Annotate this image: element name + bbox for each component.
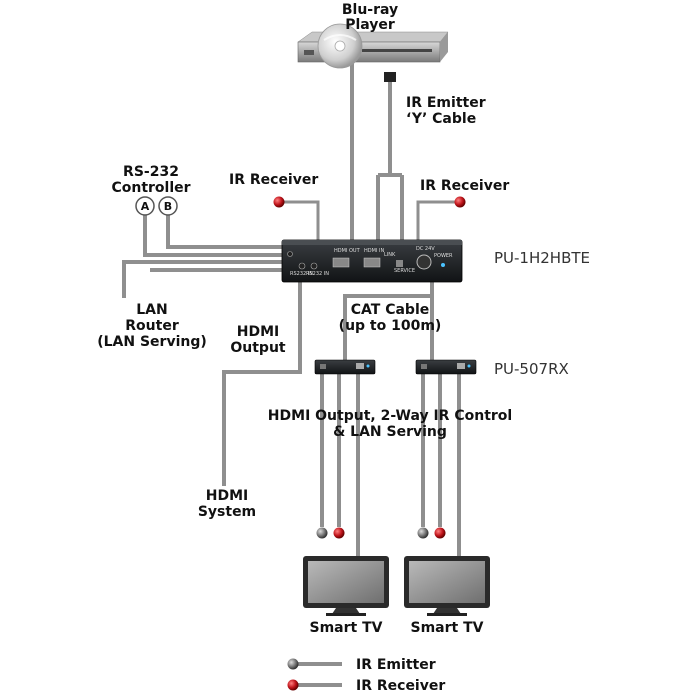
legend-ir-receiver-icon <box>287 679 299 691</box>
ir-emitter-y-label-line2: ‘Y’ Cable <box>406 111 476 127</box>
legend-ir-receiver-label: IR Receiver <box>356 678 445 694</box>
receiver-model-label: PU-507RX <box>494 360 569 378</box>
legend-ir-emitter-label: IR Emitter <box>356 657 436 673</box>
port-dc24v: DC 24V <box>416 246 435 252</box>
tv-right-ir-receiver-icon <box>434 527 446 539</box>
ir-receiver-right-label: IR Receiver <box>420 178 509 194</box>
hdmi-output-label-line2: Output <box>230 340 286 356</box>
bluray-label-line2: Player <box>345 17 395 33</box>
smart-tv-left-label: Smart TV <box>310 620 383 636</box>
ir-tips <box>273 196 466 539</box>
cat-cable-label-line2: (up to 100m) <box>339 318 442 334</box>
hdmi-output-ir-label-line1: HDMI Output, 2-Way IR Control <box>268 408 512 424</box>
cat-cable-label-line1: CAT Cable <box>351 302 429 318</box>
rs232-b-icon <box>158 196 178 216</box>
port-hdmi-in: HDMI IN <box>364 248 384 254</box>
lan-router-cable <box>122 260 282 298</box>
smart-tv-right-label: Smart TV <box>411 620 484 636</box>
smart-tv-right <box>404 556 490 616</box>
rs232-b-label: B <box>164 200 172 213</box>
ir-emitter-y-label-line1: IR Emitter <box>406 95 486 111</box>
transmitter-model-label: PU-1H2HBTE <box>494 249 590 267</box>
port-service: SERVICE <box>394 268 415 274</box>
legend-ir-emitter-icon <box>287 658 299 670</box>
transmitter-device: HDMI OUT HDMI IN DC 24V POWER LINK SERVI… <box>281 239 463 283</box>
ir-receiver-left-icon <box>273 196 285 208</box>
rs232-connectors: A B <box>135 196 178 216</box>
hdmi-system-label-line1: HDMI <box>206 488 248 504</box>
hdmi-output-ir-label-line2: & LAN Serving <box>333 424 447 440</box>
led-power: POWER <box>434 253 453 259</box>
rs232-b-cable <box>166 214 282 249</box>
tv-left-ir-receiver-icon <box>333 527 345 539</box>
port-rs232-a: RS232 IN <box>290 271 313 277</box>
tv-left-ir-emitter-icon <box>316 527 328 539</box>
ir-receiver-left-label: IR Receiver <box>229 172 318 188</box>
lan-router-label-line3: (LAN Serving) <box>97 334 207 350</box>
port-rs232-b: RS232 IN <box>306 271 329 277</box>
legend: IR Emitter IR Receiver <box>287 657 445 694</box>
ir-receiver-right-cable <box>416 200 457 242</box>
hdmi-output-label-line1: HDMI <box>237 324 279 340</box>
lan-router-label-line1: LAN <box>136 302 167 318</box>
ir-emitter-y-cable <box>376 78 404 242</box>
tv-right-ir-emitter-icon <box>417 527 429 539</box>
rs232-label-line2: Controller <box>111 180 190 196</box>
receiver-device-left <box>314 359 376 375</box>
bluray-label-line1: Blu-ray <box>342 2 398 18</box>
port-hdmi-out: HDMI OUT <box>334 248 361 254</box>
led-link: LINK <box>384 252 396 258</box>
labels: Blu-ray Player IR Emitter ‘Y’ Cable RS-2… <box>97 2 590 636</box>
cables <box>122 60 461 556</box>
bluray-player <box>297 23 449 82</box>
rs232-a-cable <box>143 214 282 257</box>
lan-router-label-line2: Router <box>125 318 179 334</box>
rs232-label-line1: RS-232 <box>123 164 179 180</box>
receiver-device-right <box>415 359 477 375</box>
rs232-a-label: A <box>141 200 150 213</box>
hdmi-output-cable <box>222 282 302 486</box>
hdmi-system-label-line2: System <box>198 504 256 520</box>
ir-receiver-left-cable <box>283 200 320 242</box>
ir-receiver-right-icon <box>454 196 466 208</box>
rs232-a-icon <box>135 196 155 216</box>
smart-tv-left <box>303 556 389 616</box>
